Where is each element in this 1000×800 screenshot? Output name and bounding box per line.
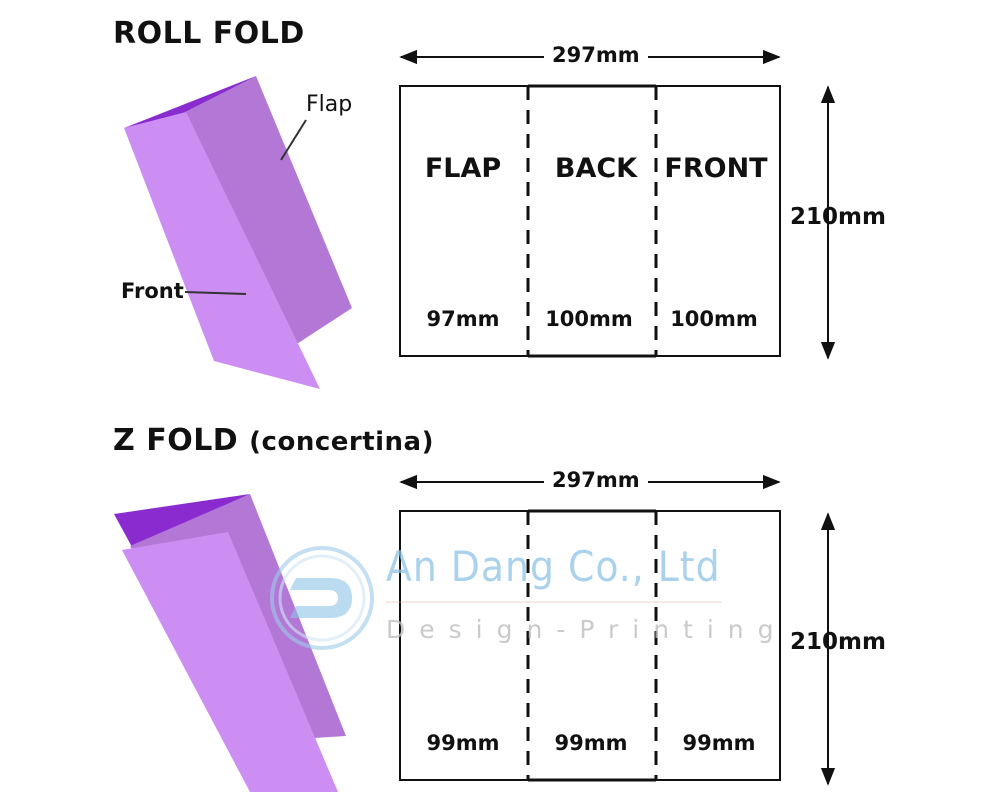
- z-total-height: 210mm: [790, 629, 886, 655]
- watermark-logo-icon: [270, 546, 722, 650]
- z-panel-width-3: 99mm: [682, 731, 756, 755]
- roll-total-width: 297mm: [544, 43, 648, 67]
- z-fold-illustration: [114, 494, 346, 792]
- z-total-width: 297mm: [544, 468, 648, 492]
- front-callout-line: [184, 291, 247, 295]
- z-fold-inner-panel: [114, 494, 250, 547]
- z-fold-heading-text: Z FOLD: [113, 423, 239, 458]
- roll-panel-width-3: 100mm: [670, 307, 758, 331]
- z-fold-heading: Z FOLD (concertina): [113, 423, 434, 458]
- flap-callout-label: Flap: [306, 92, 353, 117]
- roll-panel-label-3: FRONT: [664, 153, 768, 184]
- roll-panel-width-1: 97mm: [426, 307, 500, 331]
- roll-fold-illustration: [124, 76, 352, 389]
- roll-fold-inner-panel: [124, 76, 256, 128]
- roll-fold-flap-panel: [185, 76, 352, 351]
- roll-total-height: 210mm: [790, 204, 886, 230]
- front-callout-label: Front: [121, 279, 184, 303]
- roll-fold-heading: ROLL FOLD: [113, 16, 305, 51]
- z-fold-front-panel: [122, 532, 338, 792]
- z-fold-heading-paren: (concertina): [249, 427, 434, 457]
- roll-fold-front-panel: [124, 112, 320, 389]
- z-panel-width-2: 99mm: [554, 731, 628, 755]
- flap-callout-line: [280, 119, 307, 161]
- roll-panel-width-2: 100mm: [545, 307, 633, 331]
- watermark-company-name: An Dang Co., Ltd: [386, 542, 721, 591]
- roll-panel-label-1: FLAP: [424, 153, 502, 184]
- z-panel-width-1: 99mm: [426, 731, 500, 755]
- watermark-tagline: Design-Printing: [386, 615, 788, 644]
- roll-panel-label-2: BACK: [554, 153, 638, 184]
